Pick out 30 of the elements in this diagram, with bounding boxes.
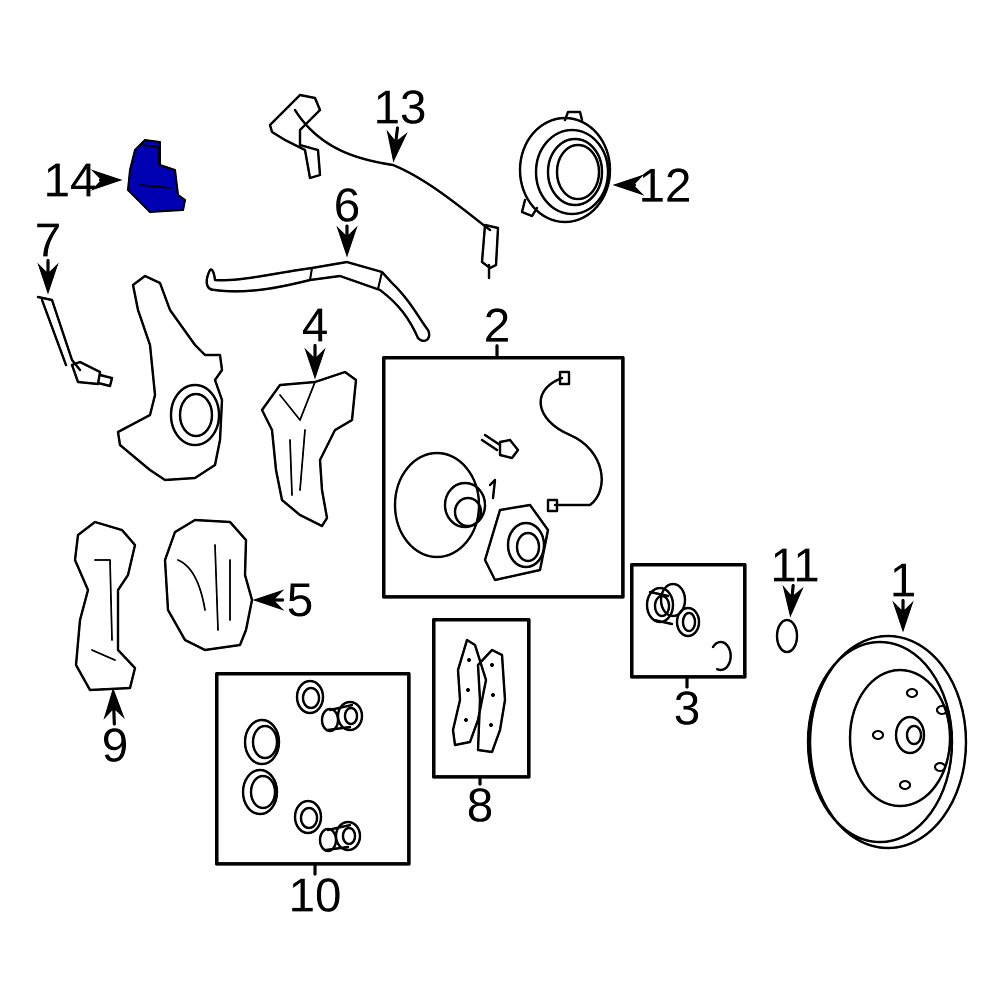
callout-number: 2 — [486, 308, 508, 342]
dust-shield-drawing — [260, 370, 358, 528]
callout-number: 14 — [47, 164, 96, 196]
callout-number: 3 — [676, 691, 698, 725]
callout-number: 11 — [774, 548, 818, 582]
kit-frame — [432, 618, 531, 779]
brake-hose-drawing — [206, 260, 430, 342]
o-ring-drawing — [776, 618, 798, 654]
callout-number: 4 — [302, 308, 327, 342]
leader-line — [495, 344, 499, 358]
caliper-bracket-drawing — [74, 520, 136, 692]
brake-rotor-drawing — [806, 634, 968, 850]
leader-line — [478, 777, 482, 786]
leader-line — [685, 677, 689, 689]
callout-number: 13 — [377, 90, 424, 124]
leader-line — [313, 864, 317, 876]
sensor-drawing — [126, 138, 186, 214]
callout-number: 8 — [468, 788, 492, 822]
callout-number: 5 — [288, 583, 312, 617]
kit-frame — [630, 563, 747, 679]
caliper-drawing — [164, 518, 254, 652]
kit-frame — [215, 672, 411, 866]
callout-number: 10 — [292, 878, 340, 912]
callout-number: 9 — [104, 728, 126, 762]
callout-number: 1 — [893, 564, 914, 596]
sensor-drawing — [36, 296, 114, 388]
callout-number: 12 — [642, 168, 690, 202]
kit-frame — [382, 356, 625, 599]
bearing-drawing — [518, 110, 612, 224]
callout-number: 7 — [37, 224, 59, 256]
